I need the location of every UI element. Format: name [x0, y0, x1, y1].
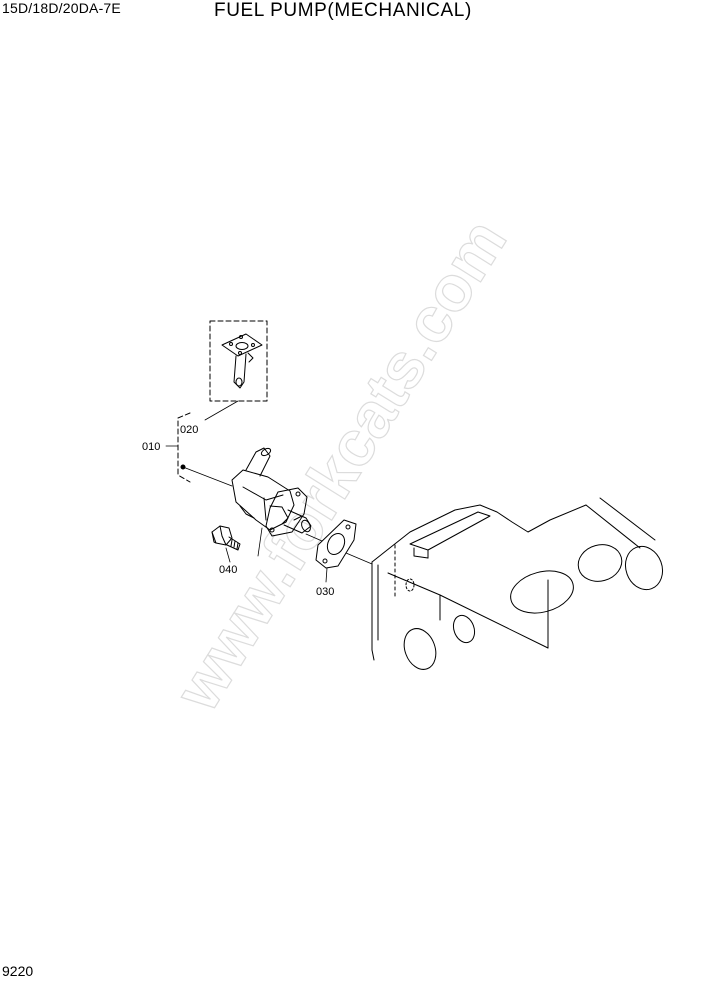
model-code: 15D/18D/20DA-7E — [2, 0, 121, 16]
page-number: 9220 — [2, 963, 34, 979]
callout-010-bracket — [165, 412, 191, 483]
page-title: FUEL PUMP(MECHANICAL) — [214, 0, 472, 21]
part-020-lever-assembly — [209, 320, 268, 402]
callout-010: 010 — [142, 441, 160, 453]
part-040-bolt — [211, 525, 241, 551]
callout-030: 030 — [316, 586, 334, 598]
callout-020: 020 — [180, 424, 198, 436]
callout-040: 040 — [219, 564, 237, 576]
fuel-pump-body — [231, 447, 312, 537]
part-030-gasket — [315, 519, 357, 569]
watermark-text: www.forkcats.com — [160, 207, 520, 724]
engine-block — [371, 497, 664, 670]
